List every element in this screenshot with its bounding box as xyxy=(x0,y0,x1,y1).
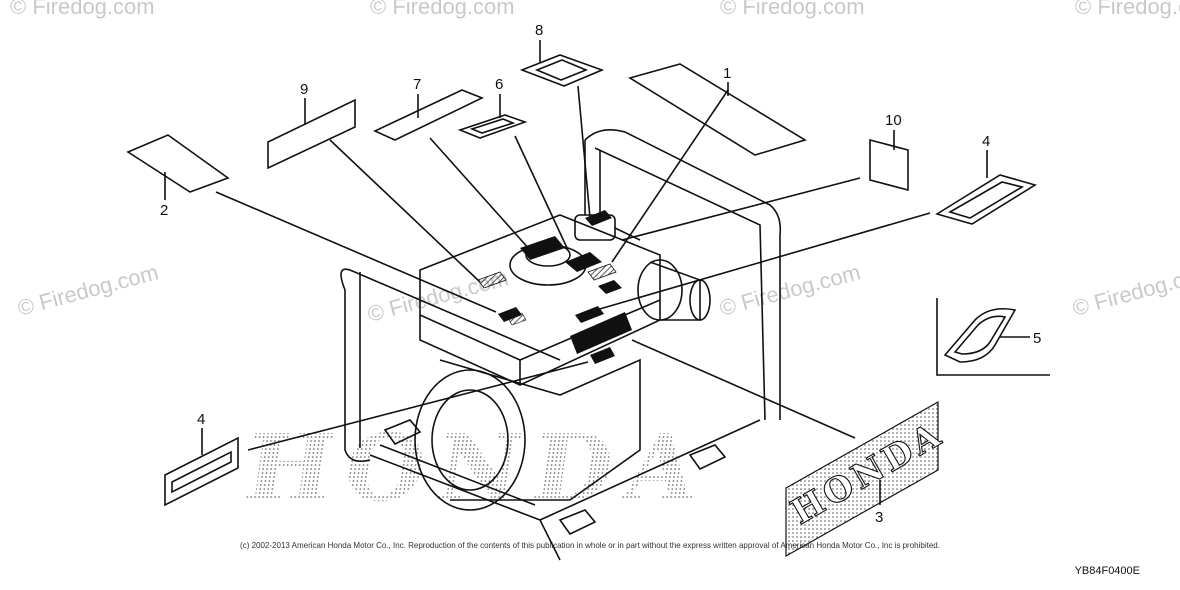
watermark-text: © Firedog.com xyxy=(370,0,515,19)
callout-4-left: 4 xyxy=(197,411,205,428)
emblem-part-5 xyxy=(936,298,1050,376)
decal-part-4-right xyxy=(935,174,1037,225)
decal-part-8 xyxy=(519,54,605,87)
decal-part-9 xyxy=(267,98,356,170)
decal-part-2 xyxy=(126,134,230,193)
decal-part-6 xyxy=(457,114,528,139)
watermark-text: © Firedog.com xyxy=(720,0,865,19)
callout-ticks xyxy=(164,40,988,505)
callout-9: 9 xyxy=(300,81,308,98)
callout-10: 10 xyxy=(885,112,902,129)
honda-plate-part-3: HONDA xyxy=(784,400,951,558)
decal-part-7 xyxy=(373,89,484,141)
callout-4-right: 4 xyxy=(982,133,990,150)
watermark-text: © Firedog.com xyxy=(10,0,155,19)
callout-numbers: 1 2 3 4 4 5 6 7 8 9 10 xyxy=(160,22,1041,526)
applied-labels xyxy=(477,210,632,364)
watermark-text: © Firedog.com xyxy=(1070,259,1180,321)
callout-7: 7 xyxy=(413,76,421,93)
decal-part-4-left xyxy=(164,436,239,507)
decal-part-10 xyxy=(869,138,909,192)
honda-ground-logo: HONDA xyxy=(239,413,716,521)
watermark-text: © Firedog.com xyxy=(365,265,511,327)
callout-3: 3 xyxy=(875,509,883,526)
copyright-notice: (c) 2002-2013 American Honda Motor Co., … xyxy=(240,541,940,550)
callout-1: 1 xyxy=(723,65,731,82)
callout-5: 5 xyxy=(1033,330,1041,347)
callout-6: 6 xyxy=(495,76,503,93)
watermark-text: © Firedog.com xyxy=(1075,0,1180,19)
callout-8: 8 xyxy=(535,22,543,39)
callout-2: 2 xyxy=(160,202,168,219)
water-pump-illustration xyxy=(340,129,782,561)
decal-part-1 xyxy=(628,63,807,156)
diagram-code: YB84F0400E xyxy=(1074,565,1140,577)
leader-lines xyxy=(215,85,1030,451)
watermark-text: © Firedog.com xyxy=(15,259,161,321)
